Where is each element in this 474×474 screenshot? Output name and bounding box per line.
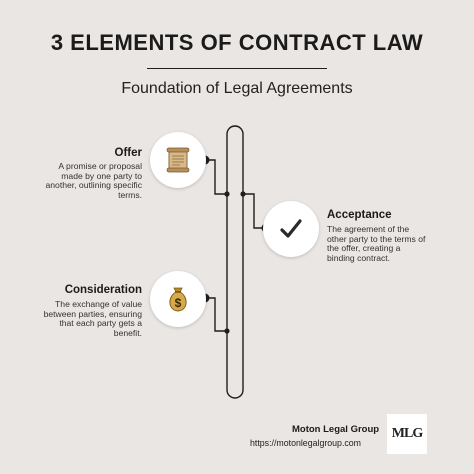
offer-connector bbox=[205, 159, 227, 195]
offer-description: A promise or proposal made by one party … bbox=[20, 161, 142, 200]
consideration-junction bbox=[224, 328, 230, 334]
company-url[interactable]: https://motonlegalgroup.com bbox=[250, 438, 362, 448]
consideration-connector bbox=[205, 297, 227, 332]
offer-desc-line: A promise or proposal bbox=[58, 161, 142, 171]
consideration-desc-line: The exchange of value bbox=[55, 299, 142, 309]
offer-heading: Offer bbox=[114, 147, 142, 159]
consideration-desc-line: benefit. bbox=[113, 327, 142, 338]
checkmark-icon bbox=[280, 219, 302, 238]
acceptance-connector bbox=[243, 193, 266, 229]
consideration-description: The exchange of value between parties, e… bbox=[20, 299, 142, 338]
acceptance-junction bbox=[240, 191, 246, 197]
offer-desc-line: made by one party to bbox=[61, 170, 142, 181]
page-title: 3 ELEMENTS OF CONTRACT LAW bbox=[50, 30, 424, 55]
consideration-desc-line: that each party gets a bbox=[59, 318, 142, 329]
offer-desc-line: another, outlining specific bbox=[45, 180, 142, 191]
company-name: Moton Legal Group bbox=[292, 424, 380, 435]
company-logo: MLG bbox=[387, 414, 427, 454]
money-bag-icon: $ bbox=[169, 287, 187, 312]
acceptance-desc-line: The agreement of the bbox=[327, 224, 410, 234]
consideration-icon-circle: $ bbox=[150, 271, 206, 327]
consideration-heading: Consideration bbox=[64, 284, 142, 296]
svg-text:$: $ bbox=[175, 296, 182, 310]
acceptance-desc-line: other party to the terms of bbox=[327, 233, 426, 244]
offer-junction bbox=[224, 191, 230, 197]
title-divider bbox=[147, 68, 327, 69]
offer-icon-circle bbox=[150, 132, 206, 188]
timeline-capsule bbox=[226, 125, 244, 399]
acceptance-desc-line: binding contract. bbox=[327, 252, 391, 263]
logo-wordmark: MLG bbox=[391, 426, 423, 441]
acceptance-heading: Acceptance bbox=[327, 209, 392, 221]
acceptance-description: The agreement of the other party to the … bbox=[327, 224, 457, 263]
offer-desc-line: terms. bbox=[118, 189, 142, 200]
page-subtitle: Foundation of Legal Agreements bbox=[121, 80, 353, 97]
consideration-desc-line: between parties, ensuring bbox=[43, 308, 142, 319]
acceptance-desc-line: the offer, creating a bbox=[327, 243, 401, 254]
acceptance-icon-circle bbox=[263, 201, 319, 257]
scroll-icon bbox=[166, 147, 190, 173]
